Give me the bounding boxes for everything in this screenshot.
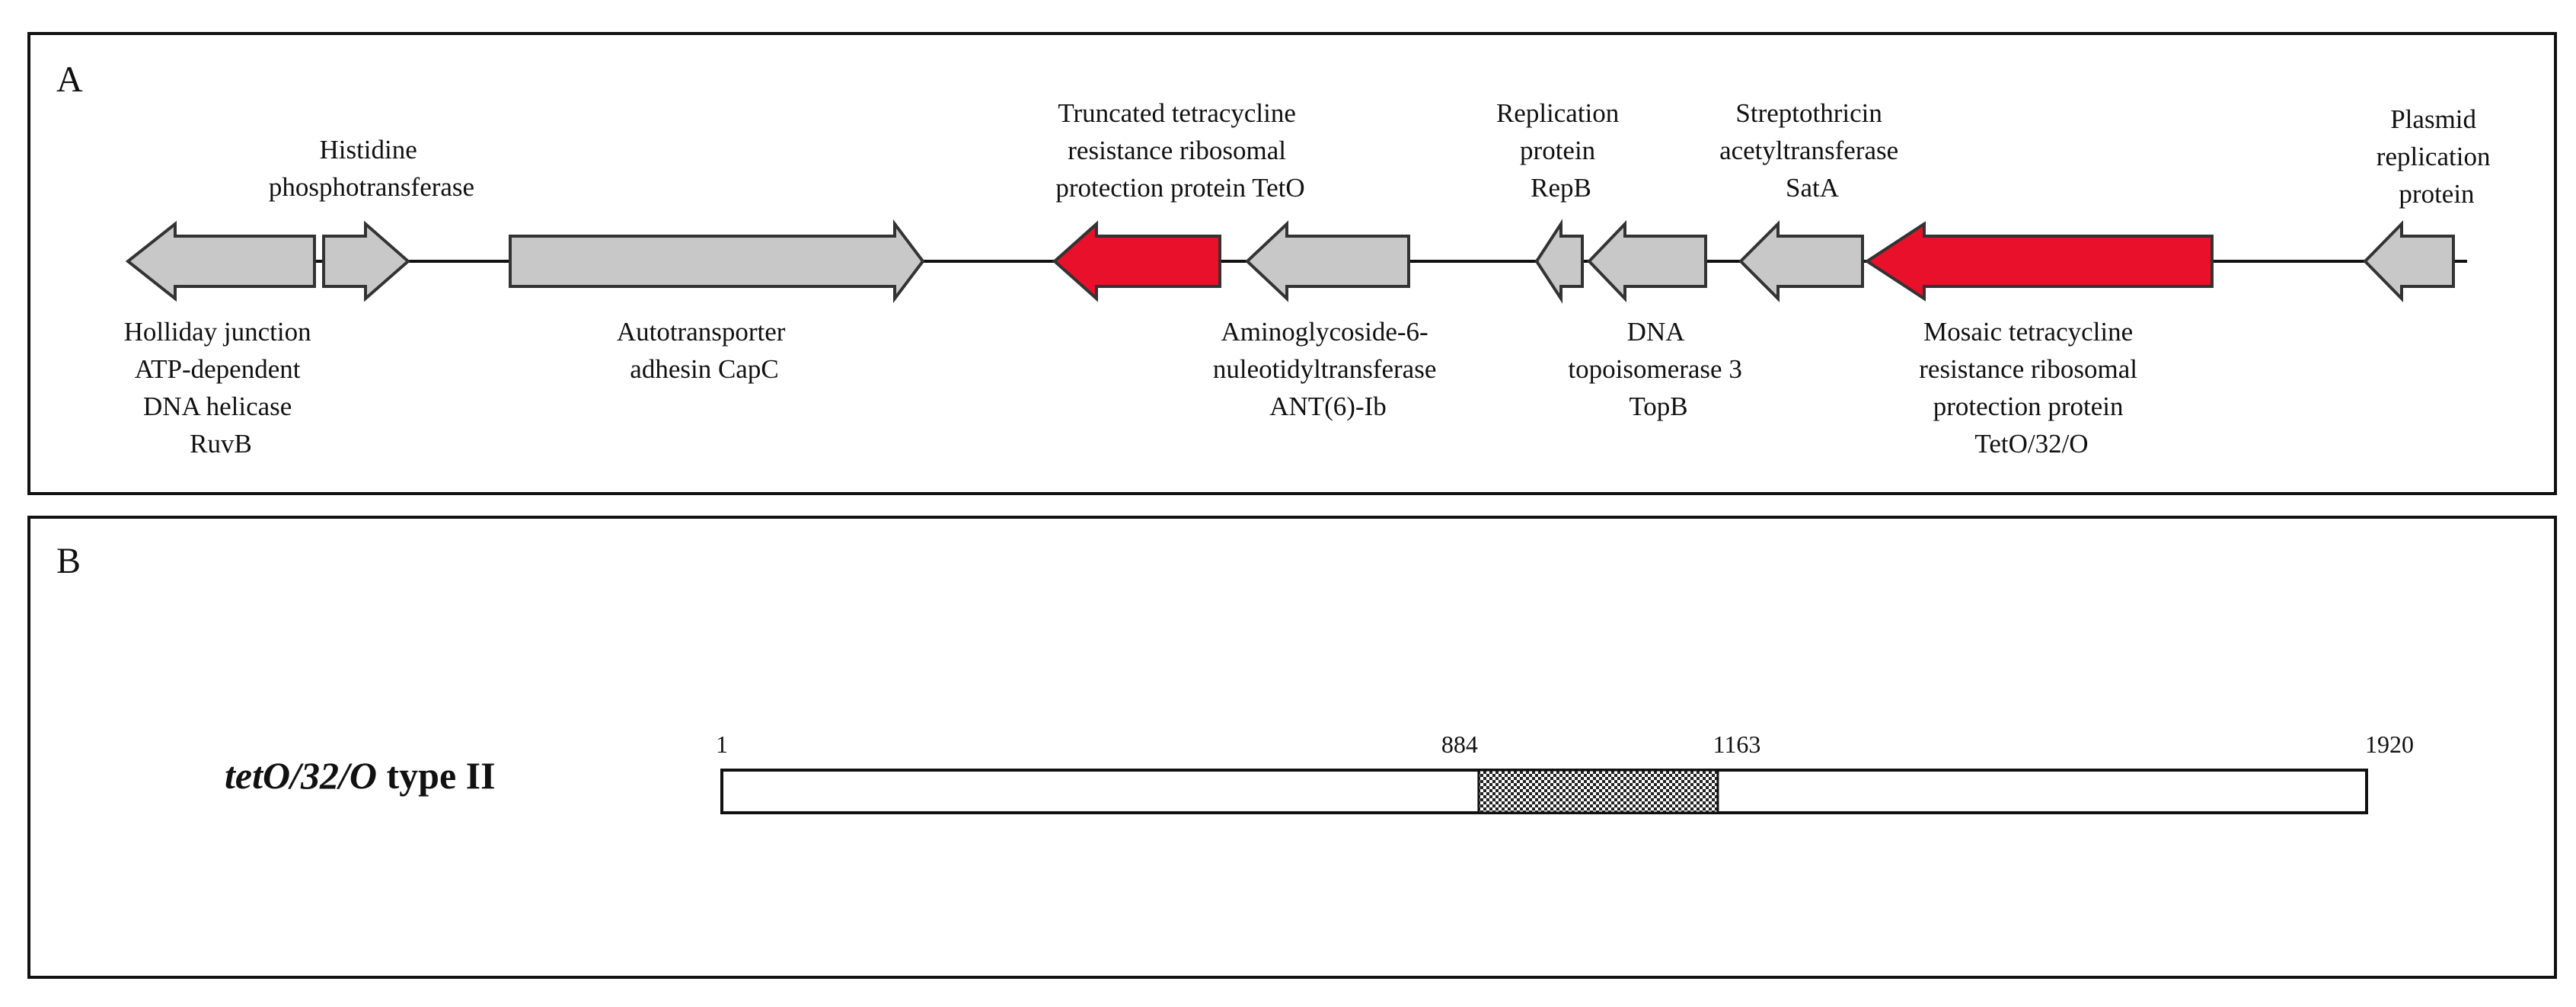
label-sata: Streptothricin acetyltransferase SatA [1719, 98, 1905, 203]
label-repb-line1: Replication [1496, 98, 1619, 128]
label-ruvb-line1: Holliday junction [124, 317, 311, 347]
label-tetO32O-line2: resistance ribosomal [1919, 354, 2137, 384]
gene-arrow-topb [1587, 220, 1707, 302]
label-histidine-line1: Histidine [319, 135, 417, 165]
label-plasmid-rep: Plasmid replication protein [2376, 104, 2497, 209]
scale-label-start: 1 [716, 730, 728, 758]
gene-arrow-histidine [322, 220, 411, 302]
label-topb: DNA topoisomerase 3 TopB [1568, 317, 1748, 421]
scale-label-mosaic-end: 1163 [1713, 730, 1761, 758]
label-tetO32O-line1: Mosaic tetracycline [1923, 317, 2133, 347]
gene-name-suffix: type II [377, 754, 496, 797]
label-ruvb-line3: DNA helicase [143, 392, 292, 421]
scale-label-mosaic-start: 884 [1441, 730, 1478, 758]
gene-arrow-ruvb [125, 220, 316, 302]
label-tetO-truncated: Truncated tetracycline resistance riboso… [1055, 98, 1304, 203]
label-repb-line3: RepB [1531, 173, 1591, 203]
label-repb-line2: protein [1520, 136, 1595, 165]
gene-name-italic-part: tetO [225, 754, 290, 797]
gene-arrow-tetO32O [1864, 221, 2214, 302]
panel-b-letter: B [56, 541, 81, 581]
gene-arrow-repb [1534, 219, 1584, 304]
label-repb: Replication protein RepB [1496, 98, 1626, 203]
gene-labels: Holliday junction ATP-dependent DNA heli… [124, 98, 2497, 459]
label-histidine-line2: phosphotransferase [269, 172, 474, 202]
label-tetO32O: Mosaic tetracycline resistance ribosomal… [1919, 317, 2143, 459]
label-sata-line3: SatA [1786, 173, 1840, 203]
label-topb-line2: topoisomerase 3 [1568, 354, 1741, 384]
label-ant6-line2: nuleotidyltransferase [1213, 354, 1437, 384]
label-topb-line1: DNA [1627, 317, 1686, 347]
label-capc-line1: Autotransporter [617, 317, 786, 347]
label-tetO-truncated-line3: protection protein TetO [1055, 173, 1304, 203]
mosaic-region [1477, 769, 1719, 814]
label-tetO32O-line4: TetO/32/O [1974, 429, 2088, 459]
label-plasmid-rep-line1: Plasmid [2390, 104, 2476, 134]
label-ant6-line1: Aminoglycoside-6- [1221, 317, 1428, 347]
panel-a-letter: A [56, 59, 83, 100]
label-capc-line2: adhesin CapC [630, 354, 778, 384]
gene-name-title: tetO/32/O type II [225, 754, 496, 797]
label-plasmid-rep-line3: protein [2399, 179, 2474, 209]
label-ant6: Aminoglycoside-6- nuleotidyltransferase … [1213, 317, 1443, 421]
label-plasmid-rep-line2: replication [2376, 142, 2491, 171]
gene-arrow-ant6 [1245, 220, 1410, 302]
label-tetO32O-line3: protection protein [1933, 392, 2124, 421]
label-tetO-truncated-line1: Truncated tetracycline [1058, 98, 1296, 128]
label-capc: Autotransporter adhesin CapC [617, 317, 792, 384]
gene-name-end-italic: O [350, 754, 377, 797]
gene-arrow-tetO-truncated [1052, 220, 1221, 302]
label-topb-line3: TopB [1629, 392, 1687, 421]
label-ant6-line3: ANT(6)-Ib [1269, 392, 1387, 421]
gene-arrows [125, 219, 2455, 304]
gene-arrow-capc [509, 219, 925, 303]
label-ruvb-line4: RuvB [190, 429, 252, 459]
label-sata-line2: acetyltransferase [1719, 136, 1898, 165]
label-histidine: Histidine phosphotransferase [269, 135, 474, 202]
gene-name-mid: 32 [300, 754, 339, 797]
label-tetO-truncated-line2: resistance ribosomal [1068, 136, 1286, 165]
scale-label-end: 1920 [2365, 730, 2414, 758]
gene-name-sep1: / [287, 754, 304, 797]
panel-a-frame [27, 32, 2557, 495]
gene-arrow-sata [1738, 220, 1864, 302]
panel-b-frame [27, 516, 2557, 979]
gene-name-sep2: / [336, 754, 353, 797]
label-ruvb: Holliday junction ATP-dependent DNA heli… [124, 317, 318, 459]
label-ruvb-line2: ATP-dependent [135, 354, 301, 384]
gene-arrow-plasmid-rep [2363, 220, 2455, 302]
label-sata-line1: Streptothricin [1735, 98, 1882, 128]
